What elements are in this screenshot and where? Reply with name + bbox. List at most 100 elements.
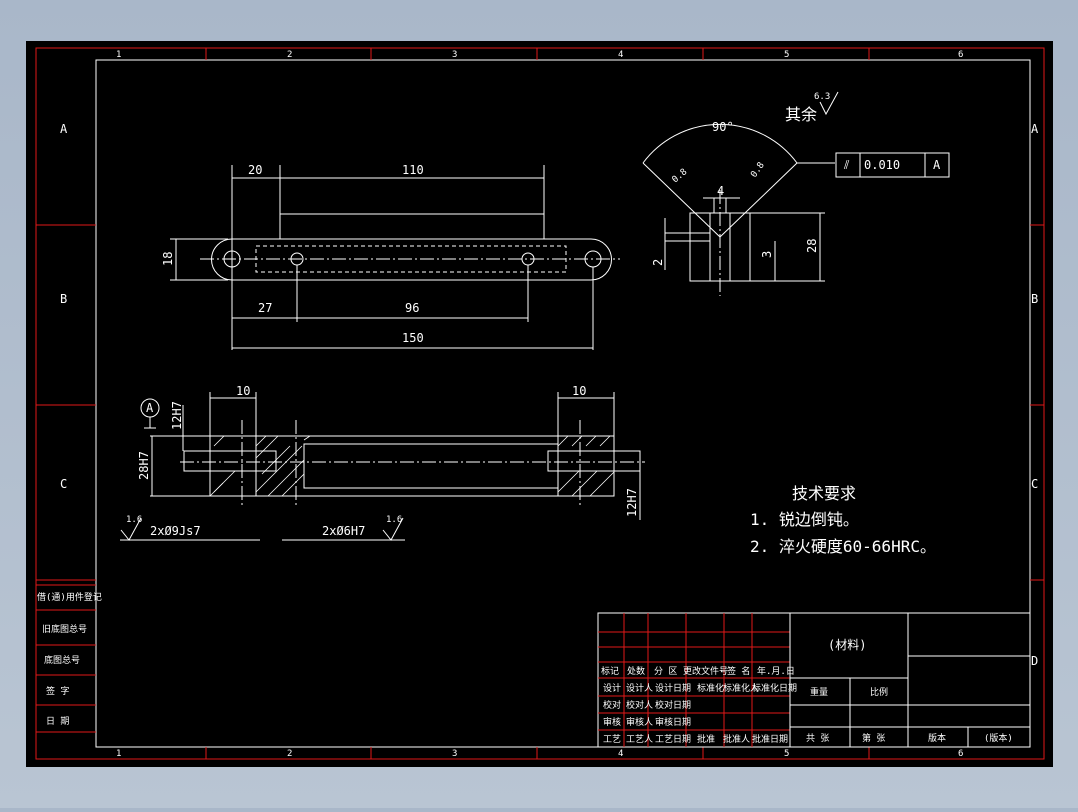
- dim-label: 90°: [712, 120, 734, 134]
- dim-label: 2: [651, 259, 665, 266]
- sheet-background: [26, 41, 1053, 767]
- dim-label: 12H7: [170, 401, 184, 430]
- rev-header: 分 区: [654, 666, 677, 677]
- strip-label: 签 字: [46, 685, 69, 697]
- rev-header: 年.月.日: [757, 665, 795, 677]
- title-cell: 设计人: [626, 682, 653, 694]
- col-label: 3: [452, 50, 457, 60]
- tolerance-value: 0.010: [864, 158, 900, 172]
- title-block: (材料) 标记 处数 分 区 更改文件号 签 名 年.月.日 设计 设计人 设计…: [597, 612, 1031, 748]
- rev-header: 标记: [601, 665, 619, 677]
- inner-border: [95, 59, 1031, 748]
- title-cell: 设计: [603, 682, 621, 694]
- dim-label: 4: [717, 184, 724, 198]
- roughness-symbol: [819, 91, 839, 116]
- roughness-symbol: [120, 517, 142, 541]
- dim-label: 150: [402, 331, 424, 345]
- title-cell: 校对日期: [655, 699, 691, 711]
- tech-title: 技术要求: [792, 484, 856, 503]
- col-label: 5: [784, 50, 789, 60]
- title-cell: 校对: [603, 699, 621, 711]
- col-label: 1: [116, 50, 121, 60]
- rev-header: 签 名: [727, 665, 750, 677]
- col-label: 5: [784, 749, 789, 759]
- title-cell: 审核日期: [655, 716, 691, 728]
- version-label: 版本: [928, 732, 946, 744]
- material-label: (材料): [828, 638, 866, 652]
- general-roughness: 其余 6.3: [785, 91, 839, 124]
- left-strip: 借(通)用件登记 旧底图总号 底图总号 签 字 日 期: [36, 584, 102, 733]
- rev-header: 更改文件号: [683, 665, 728, 677]
- scale-label: 比例: [870, 686, 888, 698]
- col-label: 4: [618, 749, 623, 759]
- dim-label: 96: [405, 301, 419, 315]
- roughness-value: 1.6: [386, 515, 402, 525]
- title-cell: 审核: [603, 716, 621, 728]
- col-label: 1: [116, 749, 121, 759]
- col-label: 2: [287, 749, 292, 759]
- dim-label: 18: [161, 252, 175, 266]
- title-cell: 批准: [697, 733, 715, 745]
- row-label: B: [1031, 292, 1038, 306]
- sheet-no: 第 张: [862, 732, 885, 744]
- tolerance-symbol: ⫽: [843, 158, 850, 172]
- title-cell: 标准化人: [723, 682, 759, 694]
- column-labels: 1 2 3 4 5 6 1 2 3 4 5 6: [116, 50, 963, 759]
- dim-label: 28: [805, 239, 819, 253]
- hole-callout: 2xØ6H7: [322, 524, 365, 538]
- title-cell: 工艺: [603, 734, 621, 745]
- weight-label: 重量: [810, 686, 828, 698]
- row-label: C: [60, 477, 67, 491]
- outer-border: [35, 47, 1045, 760]
- strip-label: 日 期: [46, 716, 69, 727]
- tolerance-datum: A: [933, 158, 941, 172]
- title-cell: 批准日期: [752, 733, 788, 745]
- roughness-symbol: [382, 517, 404, 541]
- dim-label: 27: [258, 301, 272, 315]
- top-view: 20 110 18 27 96 150: [161, 163, 620, 350]
- dim-label: 12H7: [625, 488, 639, 517]
- side-view: 90° 0.8 0.8 4 2 3 28: [642, 120, 835, 296]
- roughness-value: 1.6: [126, 515, 142, 525]
- tech-item: 1. 锐边倒钝。: [750, 510, 859, 529]
- version-value: (版本): [984, 732, 1013, 744]
- title-cell: 批准人: [723, 733, 750, 745]
- datum-label: A: [146, 401, 154, 415]
- row-label: A: [1031, 122, 1039, 136]
- dim-label: 110: [402, 163, 424, 177]
- dim-label: 3: [760, 251, 774, 258]
- strip-label: 底图总号: [44, 654, 80, 666]
- title-cell: 设计日期: [655, 682, 691, 694]
- row-label: C: [1031, 477, 1038, 491]
- col-label: 3: [452, 749, 457, 759]
- col-label: 4: [618, 50, 623, 60]
- tolerance-frame: ⫽ 0.010 A: [835, 152, 950, 178]
- strip-label: 旧底图总号: [42, 623, 87, 635]
- tech-requirements: 技术要求 1. 锐边倒钝。 2. 淬火硬度60-66HRC。: [750, 484, 936, 556]
- row-label: D: [1031, 654, 1038, 668]
- col-label: 2: [287, 50, 292, 60]
- tech-item: 2. 淬火硬度60-66HRC。: [750, 537, 936, 556]
- sheets-total: 共 张: [806, 733, 829, 744]
- title-cell: 工艺日期: [655, 734, 691, 745]
- dim-label: 28H7: [137, 451, 151, 480]
- dim-label: 10: [572, 384, 586, 398]
- dim-label: 10: [236, 384, 250, 398]
- title-cell: 标准化日期: [752, 682, 797, 694]
- row-label: B: [60, 292, 67, 306]
- zone-ticks: [36, 48, 1044, 759]
- row-label: A: [60, 122, 68, 136]
- section-view: A 12H7 28H7 10 10 12H7 2xØ9Js7 2xØ6H7 1.…: [120, 384, 645, 541]
- title-cell: 审核人: [626, 716, 653, 728]
- col-label: 6: [958, 749, 963, 759]
- row-labels: A B C A B C D: [60, 122, 1039, 668]
- dim-label: 20: [248, 163, 262, 177]
- strip-label: 借(通)用件登记: [37, 591, 102, 603]
- title-cell: 工艺人: [626, 734, 653, 745]
- col-label: 6: [958, 50, 963, 60]
- title-cell: 校对人: [626, 699, 653, 711]
- hole-callout: 2xØ9Js7: [150, 524, 201, 538]
- rev-header: 处数: [627, 665, 645, 677]
